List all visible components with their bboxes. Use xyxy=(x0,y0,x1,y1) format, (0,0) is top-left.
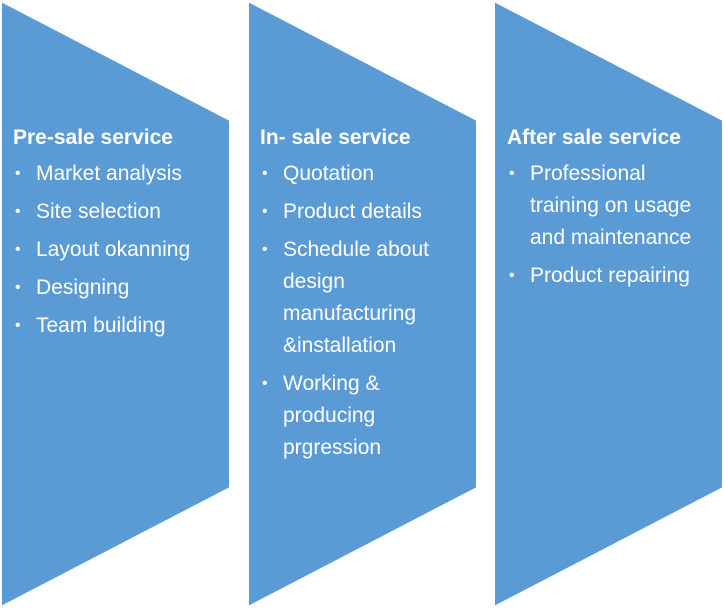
list-item: • Site selection xyxy=(13,196,213,228)
stage-item-list: • Quotation • Product details • Schedule ab… xyxy=(260,158,465,464)
list-item: • Designing xyxy=(13,272,213,304)
stage-title: Pre-sale service xyxy=(13,126,173,149)
list-item-label: Team building xyxy=(36,314,166,337)
bullet-icon: • xyxy=(262,203,268,220)
chevron-after-sale xyxy=(493,0,724,609)
list-item: • Product details xyxy=(260,196,465,228)
stage-in-sale: In- sale service • Quotation • Product det… xyxy=(260,122,465,470)
bullet-icon: • xyxy=(15,165,21,182)
bullet-icon: • xyxy=(509,267,515,284)
bullet-icon: • xyxy=(509,165,515,182)
bullet-icon: • xyxy=(15,203,21,220)
list-item-label: Market analysis xyxy=(36,162,182,185)
list-item-label: Product details xyxy=(283,200,422,223)
stage-title: In- sale service xyxy=(260,126,411,149)
list-item: • Schedule about design manufacturing &in… xyxy=(260,234,465,362)
stage-item-list: • Market analysis • Site selection • Layout… xyxy=(13,158,213,342)
list-item: • Quotation xyxy=(260,158,465,190)
list-item: • Product repairing xyxy=(507,260,707,292)
list-item-label: Layout okanning xyxy=(36,238,191,261)
stage-item-list: • Professional training on usage and main… xyxy=(507,158,707,292)
stage-title: After sale service xyxy=(507,126,681,149)
stage-after-sale: After sale service • Professional trainin… xyxy=(507,122,707,298)
stage-pre-sale: Pre-sale service • Market analysis • Site … xyxy=(13,122,213,348)
chevron-pre-sale xyxy=(0,0,231,609)
list-item-label: Professional training on usage and maint… xyxy=(530,162,692,249)
list-item-label: Site selection xyxy=(36,200,161,223)
list-item-label: Product repairing xyxy=(530,264,690,287)
bullet-icon: • xyxy=(262,375,268,392)
list-item: • Professional training on usage and main… xyxy=(507,158,707,254)
list-item: • Market analysis xyxy=(13,158,213,190)
list-item: • Working & producing prgression xyxy=(260,368,465,464)
list-item-label: Quotation xyxy=(283,162,375,185)
bullet-icon: • xyxy=(15,241,21,258)
list-item-label: Designing xyxy=(36,276,130,299)
list-item: • Layout okanning xyxy=(13,234,213,266)
bullet-icon: • xyxy=(15,317,21,334)
list-item-label: Schedule about design manufacturing &ins… xyxy=(283,238,429,357)
chevron-in-sale xyxy=(247,0,478,609)
list-item: • Team building xyxy=(13,310,213,342)
bullet-icon: • xyxy=(262,165,268,182)
bullet-icon: • xyxy=(15,279,21,296)
list-item-label: Working & producing prgression xyxy=(283,372,382,459)
bullet-icon: • xyxy=(262,241,268,258)
